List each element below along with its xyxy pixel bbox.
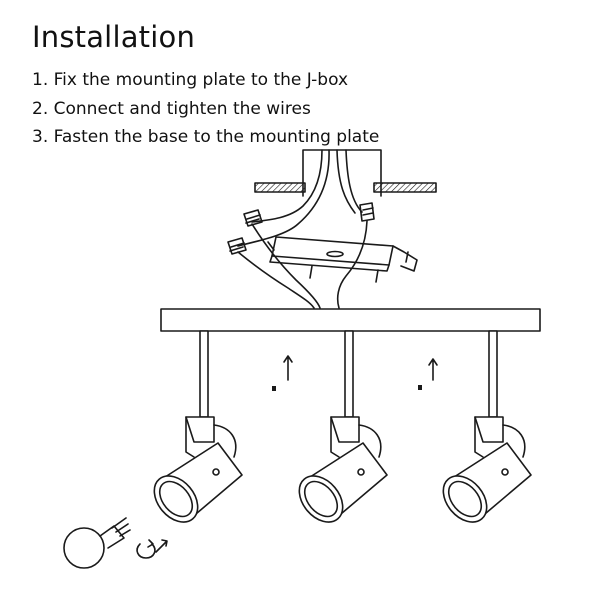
base-bar bbox=[160, 308, 541, 332]
mounting-plate bbox=[269, 236, 418, 272]
fasten-arrows bbox=[283, 355, 438, 381]
screws bbox=[267, 241, 409, 283]
junction-box bbox=[302, 149, 382, 197]
spotlight-1 bbox=[153, 416, 243, 523]
fixture-wires bbox=[237, 220, 368, 309]
stems bbox=[199, 330, 498, 418]
rotate-arrows bbox=[136, 539, 168, 559]
ceiling-wires bbox=[237, 149, 363, 247]
page-title: Installation bbox=[32, 20, 196, 54]
spotlight-2 bbox=[298, 416, 388, 523]
base-screws bbox=[272, 385, 422, 391]
instruction-steps: 1. Fix the mounting plate to the J-box 2… bbox=[32, 66, 379, 152]
ceiling bbox=[254, 182, 437, 193]
wire-connector-2 bbox=[227, 237, 247, 255]
step-2: 2. Connect and tighten the wires bbox=[32, 98, 311, 119]
bulb bbox=[63, 517, 131, 569]
wire-connector-3 bbox=[359, 202, 375, 222]
step-3: 3. Fasten the base to the mounting plate bbox=[32, 127, 380, 147]
spotlight-3 bbox=[442, 416, 532, 523]
wire-connector-1 bbox=[243, 209, 263, 227]
step-1: 1. Fix the mounting plate to the J-box bbox=[32, 70, 349, 90]
